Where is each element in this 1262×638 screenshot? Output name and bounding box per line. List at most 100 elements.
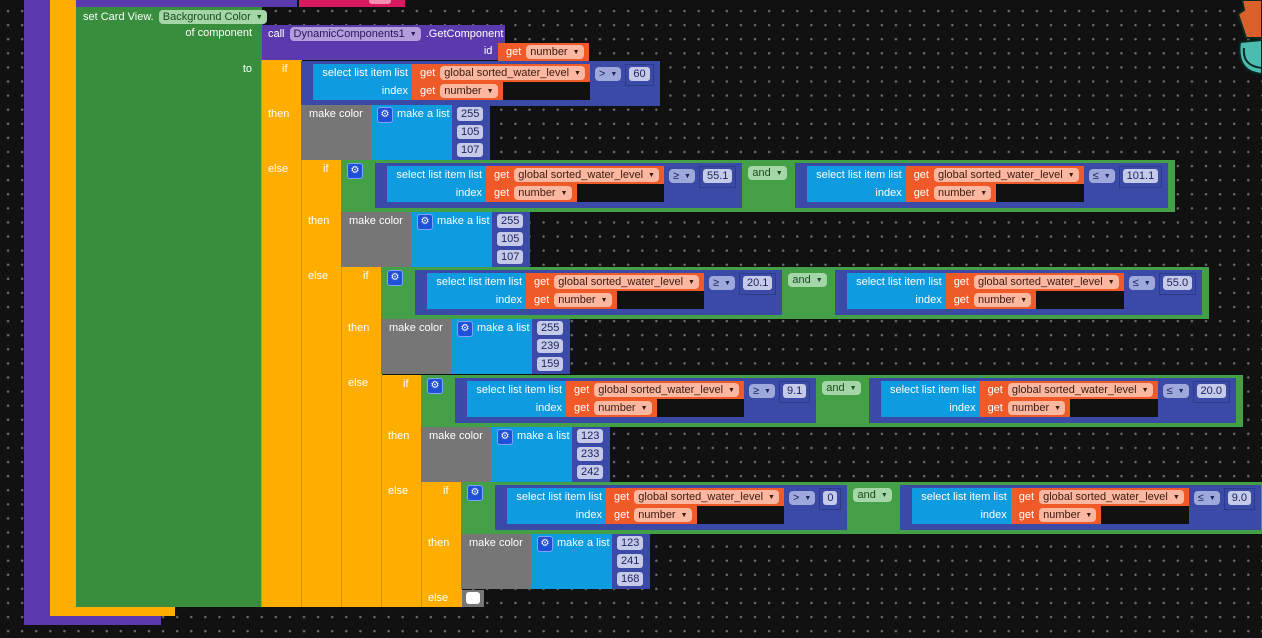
make-a-list-block[interactable]: ⚙make a list	[451, 319, 532, 374]
number-value[interactable]: 101.1	[1122, 169, 1159, 183]
make-color-block[interactable]: make color	[461, 534, 531, 589]
number-value[interactable]: 55.1	[702, 169, 733, 183]
gear-icon[interactable]: ⚙	[457, 321, 473, 337]
property-dropdown[interactable]: Background Color▼	[158, 10, 267, 24]
variable-dropdown[interactable]: number▼	[1039, 508, 1097, 522]
if-block[interactable]	[301, 160, 342, 607]
and-dropdown[interactable]: and▼	[748, 166, 787, 180]
and-dropdown[interactable]: and▼	[853, 488, 892, 502]
make-color-block[interactable]: make color	[421, 427, 491, 482]
operator-dropdown[interactable]: ≤▼	[1193, 491, 1220, 505]
number-block[interactable]: 0	[819, 488, 842, 510]
operator-dropdown[interactable]: ≥▼	[708, 276, 735, 290]
variable-dropdown[interactable]: global sorted_water_level▼	[973, 275, 1119, 289]
color-value[interactable]: 123	[617, 536, 644, 550]
if-block[interactable]	[341, 267, 382, 607]
variable-dropdown[interactable]: number▼	[973, 293, 1032, 307]
make-a-list-block[interactable]: ⚙make a list	[491, 427, 572, 482]
top-pink-block[interactable]: ...	[299, 0, 405, 7]
get-number-block[interactable]: get number▼	[498, 43, 589, 61]
number-value[interactable]: 20.1	[742, 276, 773, 290]
operator-dropdown[interactable]: ≥▼	[748, 384, 775, 398]
number-block[interactable]: 9.1	[778, 381, 811, 403]
operator-dropdown[interactable]: ≤▼	[1162, 384, 1189, 398]
operator-dropdown[interactable]: ≥▼	[668, 169, 695, 183]
variable-dropdown[interactable]: global sorted_water_level▼	[514, 168, 659, 182]
make-a-list-block[interactable]: ⚙make a list	[371, 105, 452, 160]
number-value[interactable]: 20.0	[1196, 384, 1226, 398]
number-block[interactable]: 101.1	[1118, 166, 1163, 188]
variable-dropdown[interactable]: global sorted_water_level▼	[933, 168, 1079, 182]
number-block[interactable]: 55.1	[698, 166, 737, 188]
color-value[interactable]: 105	[497, 232, 524, 246]
variable-dropdown[interactable]: number▼	[1007, 401, 1066, 415]
if-block[interactable]	[261, 60, 302, 607]
top-procedure-block[interactable]	[50, 0, 297, 7]
number-block[interactable]: 20.0	[1192, 381, 1230, 403]
variable-dropdown[interactable]: global sorted_water_level▼	[440, 66, 585, 80]
color-value[interactable]: 107	[497, 250, 524, 264]
variable-dropdown[interactable]: number▼	[933, 186, 992, 200]
set-card-view-block[interactable]: set Card View. Background Color▼ of comp…	[76, 7, 267, 607]
make-a-list-block[interactable]: ⚙make a list	[411, 212, 492, 267]
operator-dropdown[interactable]: ≤▼	[1088, 169, 1115, 183]
operator-dropdown[interactable]: >▼	[594, 67, 622, 81]
empty-else-slot[interactable]	[462, 590, 484, 607]
color-value[interactable]: 159	[537, 357, 564, 371]
number-value[interactable]: 0	[823, 491, 838, 505]
make-color-block[interactable]: make color	[381, 319, 451, 374]
and-dropdown[interactable]: and▼	[822, 381, 861, 395]
gear-icon[interactable]: ⚙	[417, 214, 433, 230]
gear-icon[interactable]: ⚙	[347, 163, 363, 179]
variable-dropdown[interactable]: number▼	[554, 293, 612, 307]
and-dropdown[interactable]: and▼	[788, 273, 827, 287]
gear-icon[interactable]: ⚙	[467, 485, 483, 501]
outer-event-block[interactable]	[24, 0, 50, 625]
get-component-call-block[interactable]: call DynamicComponents1▼ .GetComponent i…	[262, 25, 506, 60]
color-value[interactable]: 255	[537, 321, 564, 335]
if-block[interactable]	[421, 482, 462, 607]
number-value[interactable]: 9.0	[1227, 491, 1252, 505]
color-value[interactable]: 239	[537, 339, 564, 353]
color-value[interactable]: 105	[457, 125, 484, 139]
operator-dropdown[interactable]: ≤▼	[1128, 276, 1155, 290]
gear-icon[interactable]: ⚙	[387, 270, 403, 286]
color-value[interactable]: 255	[497, 214, 524, 228]
outer-control-block[interactable]	[50, 0, 76, 616]
variable-dropdown[interactable]: global sorted_water_level▼	[554, 275, 699, 289]
variable-dropdown[interactable]: number▼	[440, 84, 498, 98]
number-value[interactable]: 9.1	[782, 384, 807, 398]
variable-dropdown[interactable]: global sorted_water_level▼	[1007, 383, 1153, 397]
variable-dropdown[interactable]: global sorted_water_level▼	[594, 383, 739, 397]
make-a-list-block[interactable]: ⚙make a list	[531, 534, 612, 589]
